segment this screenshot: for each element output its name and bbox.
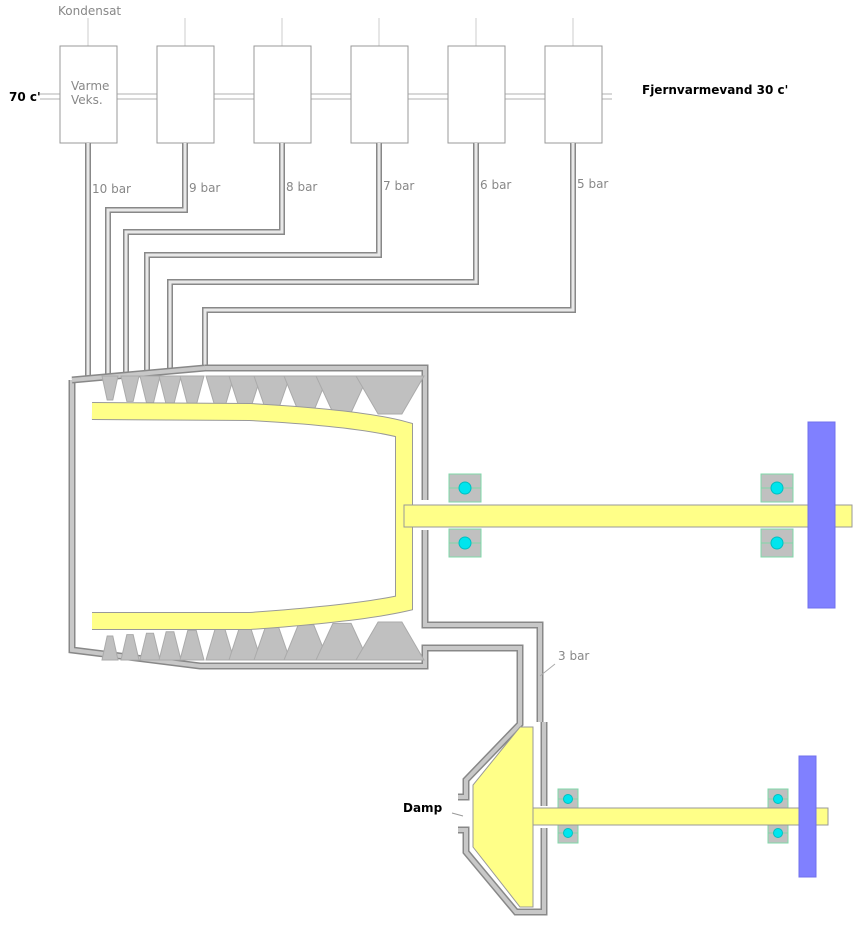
- blade-top: [139, 375, 161, 404]
- bearing: [448, 473, 482, 503]
- small-coupling-disk: [798, 755, 817, 878]
- pressure-label-5: 6 bar: [480, 178, 511, 192]
- bearing: [557, 788, 579, 810]
- varme-veks-label-2: Veks.: [71, 93, 103, 107]
- heat-exchanger-1: [59, 45, 118, 144]
- damp-label: Damp: [403, 801, 443, 815]
- pressure-label-4: 7 bar: [383, 179, 414, 193]
- blade-top: [205, 375, 235, 408]
- blade-top: [179, 375, 205, 407]
- main-rotor: [91, 402, 853, 630]
- heat-exchanger-4: [350, 45, 409, 144]
- small-rotor: [472, 726, 534, 908]
- bearing: [767, 822, 789, 844]
- blade-bottom: [355, 621, 425, 661]
- heat-exchanger-3: [253, 45, 312, 144]
- inlet-temp-label: 70 c': [9, 90, 41, 104]
- heat-exchanger-2: [156, 45, 215, 144]
- bearings: [448, 473, 794, 844]
- blade-bottom: [139, 632, 161, 661]
- exhaust-pressure-label: 3 bar: [558, 649, 589, 663]
- varme-veks-label-1: Varme: [71, 79, 109, 93]
- extraction-pipes: [85, 143, 576, 378]
- small-shaft: [532, 807, 829, 826]
- blade-bottom: [205, 628, 235, 661]
- blade-top: [120, 375, 140, 402]
- bearing: [557, 822, 579, 844]
- main-coupling-disk: [807, 421, 836, 609]
- bearing: [448, 528, 482, 558]
- pressure-label-1: 10 bar: [92, 182, 131, 196]
- bearing: [767, 788, 789, 810]
- district-water-pipe: [40, 93, 612, 100]
- outlet-label: Fjernvarmevand 30 c': [642, 83, 788, 97]
- blade-bottom: [315, 622, 369, 661]
- blade-bottom: [158, 631, 182, 661]
- pressure-label-6: 5 bar: [577, 177, 608, 191]
- heat-exchanger-5: [447, 45, 506, 144]
- damp-leader: [451, 812, 464, 817]
- steam-pipe-4: [144, 143, 382, 372]
- heat-exchangers: [59, 18, 603, 144]
- blade-bottom: [283, 624, 329, 661]
- bearing: [760, 528, 794, 558]
- bearing: [760, 473, 794, 503]
- blade-top: [158, 375, 182, 405]
- blade-top: [101, 375, 119, 401]
- blade-bottom: [101, 635, 119, 661]
- main-turbine-casing: [68, 364, 544, 722]
- blade-bottom: [179, 629, 205, 661]
- heat-exchanger-6: [544, 45, 603, 144]
- main-shaft: [403, 504, 853, 528]
- blade-bottom: [253, 625, 291, 661]
- blade-top: [355, 375, 425, 415]
- pressure-label-2: 9 bar: [189, 181, 220, 195]
- small-turbine-casing: [458, 721, 548, 916]
- pressure-label-3: 8 bar: [286, 180, 317, 194]
- kondensat-label: Kondensat: [58, 4, 121, 18]
- blade-bottom: [120, 634, 140, 661]
- exhaust-leader: [539, 663, 556, 677]
